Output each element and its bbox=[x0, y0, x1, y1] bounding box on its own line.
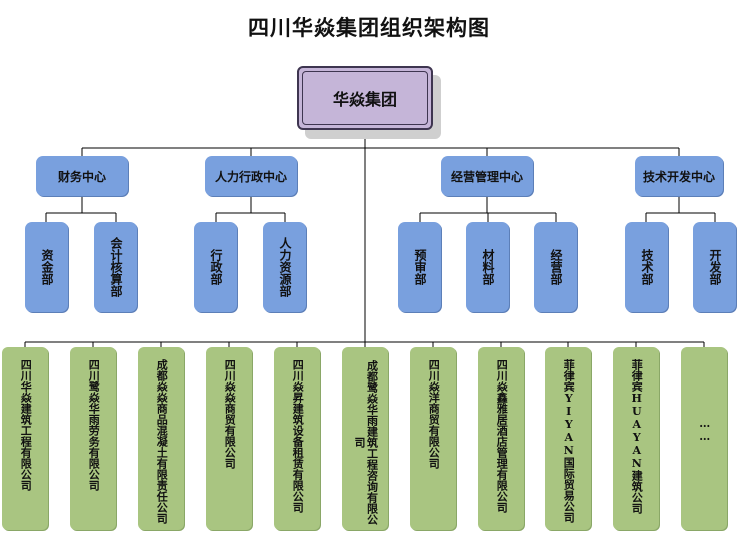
company-label: 四川焱昇建筑设备租赁有限公司 bbox=[291, 359, 305, 513]
company-node: 四川焱昇建筑设备租赁有限公司 bbox=[274, 347, 320, 530]
company-label: …… bbox=[698, 417, 712, 443]
chart-title: 四川华焱集团组织架构图 bbox=[248, 15, 490, 40]
company-node: …… bbox=[681, 347, 727, 530]
center-label: 技术开发中心 bbox=[642, 169, 715, 184]
department-label: 人力资源部 bbox=[278, 237, 292, 297]
company-label: 菲律宾YIYAN国际贸易公司 bbox=[562, 359, 576, 523]
company-node: 四川焱洋商贸有限公司 bbox=[410, 347, 456, 530]
department-node: 开发部 bbox=[693, 222, 736, 312]
company-label: 四川焱鑫雅居酒店管理有限公司 bbox=[495, 359, 509, 513]
center-label: 经营管理中心 bbox=[450, 169, 523, 184]
company-node: 菲律宾YIYAN国际贸易公司 bbox=[545, 347, 591, 530]
center-label: 财务中心 bbox=[57, 169, 106, 184]
center-label: 人力行政中心 bbox=[214, 169, 287, 184]
department-label: 材料部 bbox=[481, 249, 495, 285]
company-node: 成都焱焱商品混凝土有限责任公司 bbox=[138, 347, 184, 530]
company-label: 四川焱洋商贸有限公司 bbox=[427, 359, 441, 469]
department-label: 经营部 bbox=[549, 249, 563, 285]
department-node: 资金部 bbox=[25, 222, 68, 312]
center-tech-dev: 技术开发中心 bbox=[635, 156, 723, 196]
company-node: 四川华焱建筑工程有限公司 bbox=[2, 347, 48, 530]
company-node: 四川焱鑫雅居酒店管理有限公司 bbox=[478, 347, 524, 530]
department-node: 人力资源部 bbox=[263, 222, 306, 312]
company-node: 四川鹭焱华雨劳务有限公司 bbox=[70, 347, 116, 530]
department-label: 开发部 bbox=[708, 249, 722, 285]
company-label: 成都鹭焱华雨建筑工程咨询有限公司 bbox=[353, 360, 379, 525]
root-label: 华焱集团 bbox=[332, 90, 397, 109]
department-node: 技术部 bbox=[625, 222, 668, 312]
department-node: 会计核算部 bbox=[94, 222, 137, 312]
company-label: 菲律宾HUAYAN建筑公司 bbox=[630, 359, 644, 514]
department-label: 行政部 bbox=[209, 249, 223, 285]
company-label: 四川华焱建筑工程有限公司 bbox=[19, 359, 33, 491]
department-label: 资金部 bbox=[40, 249, 54, 285]
root-node: 华焱集团 bbox=[297, 66, 433, 130]
department-node: 行政部 bbox=[194, 222, 237, 312]
department-node: 预审部 bbox=[398, 222, 441, 312]
center-finance: 财务中心 bbox=[36, 156, 128, 196]
department-label: 技术部 bbox=[640, 249, 654, 285]
company-label: 四川焱焱商贸有限公司 bbox=[223, 359, 237, 469]
department-label: 预审部 bbox=[413, 249, 427, 285]
company-node: 成都鹭焱华雨建筑工程咨询有限公司 bbox=[342, 347, 388, 530]
center-operations: 经营管理中心 bbox=[441, 156, 533, 196]
company-label: 成都焱焱商品混凝土有限责任公司 bbox=[155, 359, 169, 524]
department-node: 材料部 bbox=[466, 222, 509, 312]
company-node: 四川焱焱商贸有限公司 bbox=[206, 347, 252, 530]
company-node: 菲律宾HUAYAN建筑公司 bbox=[613, 347, 659, 530]
company-label: 四川鹭焱华雨劳务有限公司 bbox=[87, 359, 101, 491]
center-hr-admin: 人力行政中心 bbox=[205, 156, 297, 196]
department-label: 会计核算部 bbox=[109, 237, 123, 297]
department-node: 经营部 bbox=[534, 222, 577, 312]
